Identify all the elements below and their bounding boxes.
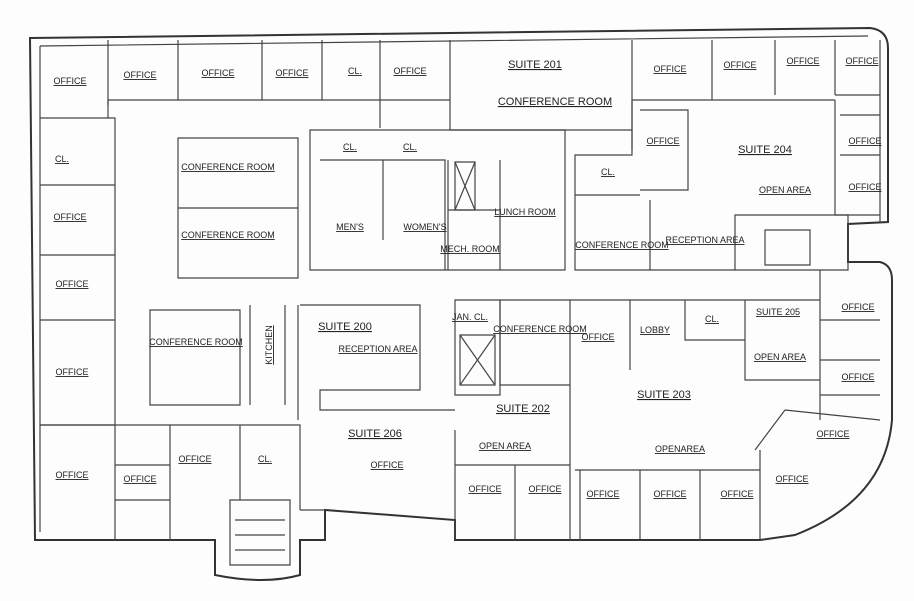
room-label: OFFICE — [582, 332, 615, 342]
room-label: CONFERENCE ROOM — [498, 96, 612, 108]
room-label: OPEN AREA — [479, 441, 531, 451]
room-label: OFFICE — [846, 56, 879, 66]
room-label: SUITE 205 — [756, 307, 800, 317]
room-label: OFFICE — [179, 454, 212, 464]
room-label: OFFICE — [56, 470, 89, 480]
wall — [454, 161, 476, 211]
room-label: OFFICE — [469, 484, 502, 494]
room-label: CONFERENCE ROOM — [575, 240, 669, 250]
room-label: OFFICE — [849, 136, 882, 146]
room-label: RECEPTION AREA — [665, 235, 744, 245]
room-label: OFFICE — [587, 489, 620, 499]
wall — [454, 430, 570, 540]
room-label: OPENAREA — [655, 444, 705, 454]
wall — [40, 424, 325, 540]
room-label: OFFICE — [371, 460, 404, 470]
wall — [499, 270, 821, 540]
room-label: CL. — [601, 167, 615, 177]
wall — [300, 304, 455, 411]
room-label: OFFICE — [654, 64, 687, 74]
room-label: CONFERENCE ROOM — [181, 162, 275, 172]
wall — [309, 129, 566, 271]
wall — [575, 409, 881, 540]
outer-wall-inner — [39, 35, 881, 532]
wall — [108, 94, 880, 131]
walls — [28, 26, 893, 581]
room-label: OFFICE — [721, 489, 754, 499]
room-label: OFFICE — [56, 279, 89, 289]
room-label: MECH. ROOM — [440, 244, 500, 254]
room-label: MEN'S — [336, 222, 364, 232]
room-label: KITCHEN — [264, 325, 274, 365]
room-label: LOBBY — [640, 325, 670, 335]
room-label: CL. — [403, 142, 417, 152]
room-label: OFFICE — [654, 489, 687, 499]
room-label: CONFERENCE ROOM — [149, 337, 243, 347]
room-label: OFFICE — [849, 182, 882, 192]
room-label: SUITE 203 — [637, 389, 691, 401]
room-label: SUITE 202 — [496, 403, 550, 415]
room-label: CONFERENCE ROOM — [493, 324, 587, 334]
room-label: SUITE 204 — [738, 144, 792, 156]
room-label: SUITE 200 — [318, 321, 372, 333]
room-label: CONFERENCE ROOM — [181, 230, 275, 240]
room-labels: OFFICE OFFICE OFFICE OFFICE CL. OFFICE SUITE 2… — [54, 56, 882, 499]
outer-wall — [28, 26, 893, 581]
wall — [734, 214, 849, 271]
room-label: OFFICE — [817, 429, 850, 439]
room-label: OFFICE — [54, 76, 87, 86]
wall — [229, 499, 291, 566]
room-label: LUNCH ROOM — [494, 207, 556, 217]
room-label: SUITE 201 — [508, 59, 562, 71]
room-label: JAN. CL. — [452, 312, 488, 322]
wall — [820, 319, 880, 396]
wall — [177, 137, 299, 279]
room-label: OFFICE — [529, 484, 562, 494]
room-label: WOMEN'S — [403, 222, 446, 232]
room-label: OFFICE — [842, 372, 875, 382]
room-label: OFFICE — [54, 212, 87, 222]
room-label: CL. — [258, 454, 272, 464]
room-label: OFFICE — [276, 68, 309, 78]
room-label: OFFICE — [56, 367, 89, 377]
room-label: OPEN AREA — [759, 185, 811, 195]
wall — [40, 117, 116, 540]
room-label: OFFICE — [124, 70, 157, 80]
room-label: CL. — [705, 314, 719, 324]
room-label: SUITE 206 — [348, 428, 402, 440]
room-label: RECEPTION AREA — [338, 344, 417, 354]
room-label: OFFICE — [124, 474, 157, 484]
wall — [454, 299, 501, 396]
room-label: CL. — [343, 142, 357, 152]
wall — [149, 305, 299, 420]
room-label: OFFICE — [776, 474, 809, 484]
room-label: OFFICE — [647, 136, 680, 146]
room-label: OFFICE — [202, 68, 235, 78]
room-label: OFFICE — [787, 56, 820, 66]
room-label: OFFICE — [394, 66, 427, 76]
room-label: CL. — [348, 66, 362, 76]
room-label: CL. — [55, 154, 69, 164]
room-label: OPEN AREA — [754, 352, 806, 362]
room-label: OFFICE — [842, 302, 875, 312]
room-label: OFFICE — [724, 60, 757, 70]
